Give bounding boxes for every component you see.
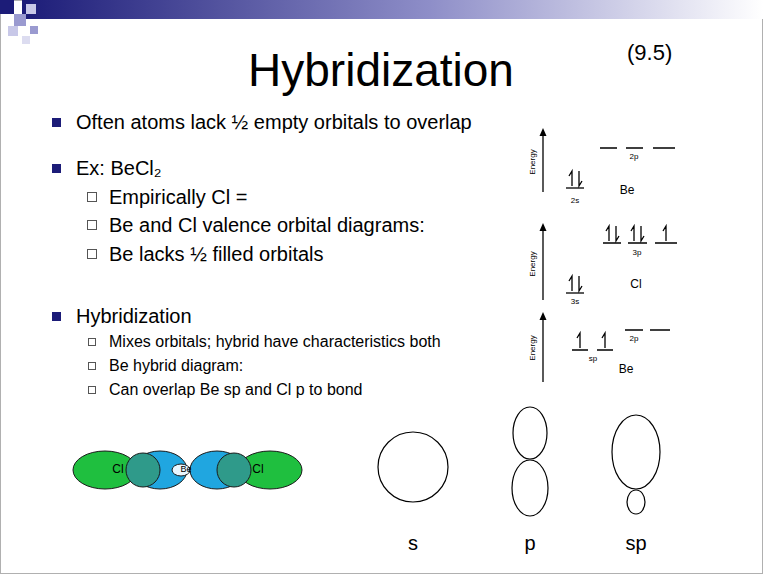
orbital-shapes <box>378 407 660 516</box>
bullet-text: Ex: BeCl₂ <box>76 157 162 179</box>
orbital-name: s <box>408 532 418 554</box>
section-number: (9.5) <box>627 41 672 65</box>
sub-bullet-text: Be hybrid diagram: <box>109 357 243 375</box>
axis-label: Energy <box>529 149 538 174</box>
sub-bullet-text: Empirically Cl = <box>109 186 247 208</box>
sub-bullet-text: Be lacks ½ filled orbitals <box>109 243 324 265</box>
orbital-label: 3s <box>571 298 579 307</box>
atom-label: Cl <box>252 463 263 476</box>
slide-title: Hybridization <box>248 45 514 96</box>
corner-squares <box>0 0 38 44</box>
atom-label: Cl <box>112 463 123 476</box>
orbital-name: sp <box>625 532 646 554</box>
atom-label: Be <box>620 184 635 197</box>
atom-label: Be <box>619 363 634 376</box>
bullet-markers <box>52 118 61 321</box>
axis-label: Energy <box>529 335 538 360</box>
energy-diagrams <box>543 134 677 382</box>
bullet-text: Often atoms lack ½ empty orbitals to ove… <box>76 111 472 133</box>
axis-arrowheads <box>540 128 547 320</box>
sub-bullet-markers <box>88 193 97 394</box>
orbital-label: 2p <box>630 335 639 344</box>
overlap-picture <box>73 451 302 489</box>
title-bar <box>22 0 763 19</box>
sub-bullet-text: Be and Cl valence orbital diagrams: <box>109 214 425 236</box>
orbital-name: p <box>524 532 535 554</box>
orbital-label: 2p <box>630 153 639 162</box>
atom-label: Cl <box>630 278 641 291</box>
orbital-label: sp <box>589 355 597 364</box>
axis-label: Energy <box>529 251 538 276</box>
sub-bullet-text: Can overlap Be sp and Cl p to bond <box>109 381 363 399</box>
bullet-text: Hybridization <box>76 305 192 327</box>
orbital-label: 2s <box>571 197 579 206</box>
sub-bullet-text: Mixes orbitals; hybrid have characterist… <box>109 333 441 351</box>
atom-label: Be <box>180 465 191 475</box>
orbital-label: 3p <box>633 249 642 258</box>
